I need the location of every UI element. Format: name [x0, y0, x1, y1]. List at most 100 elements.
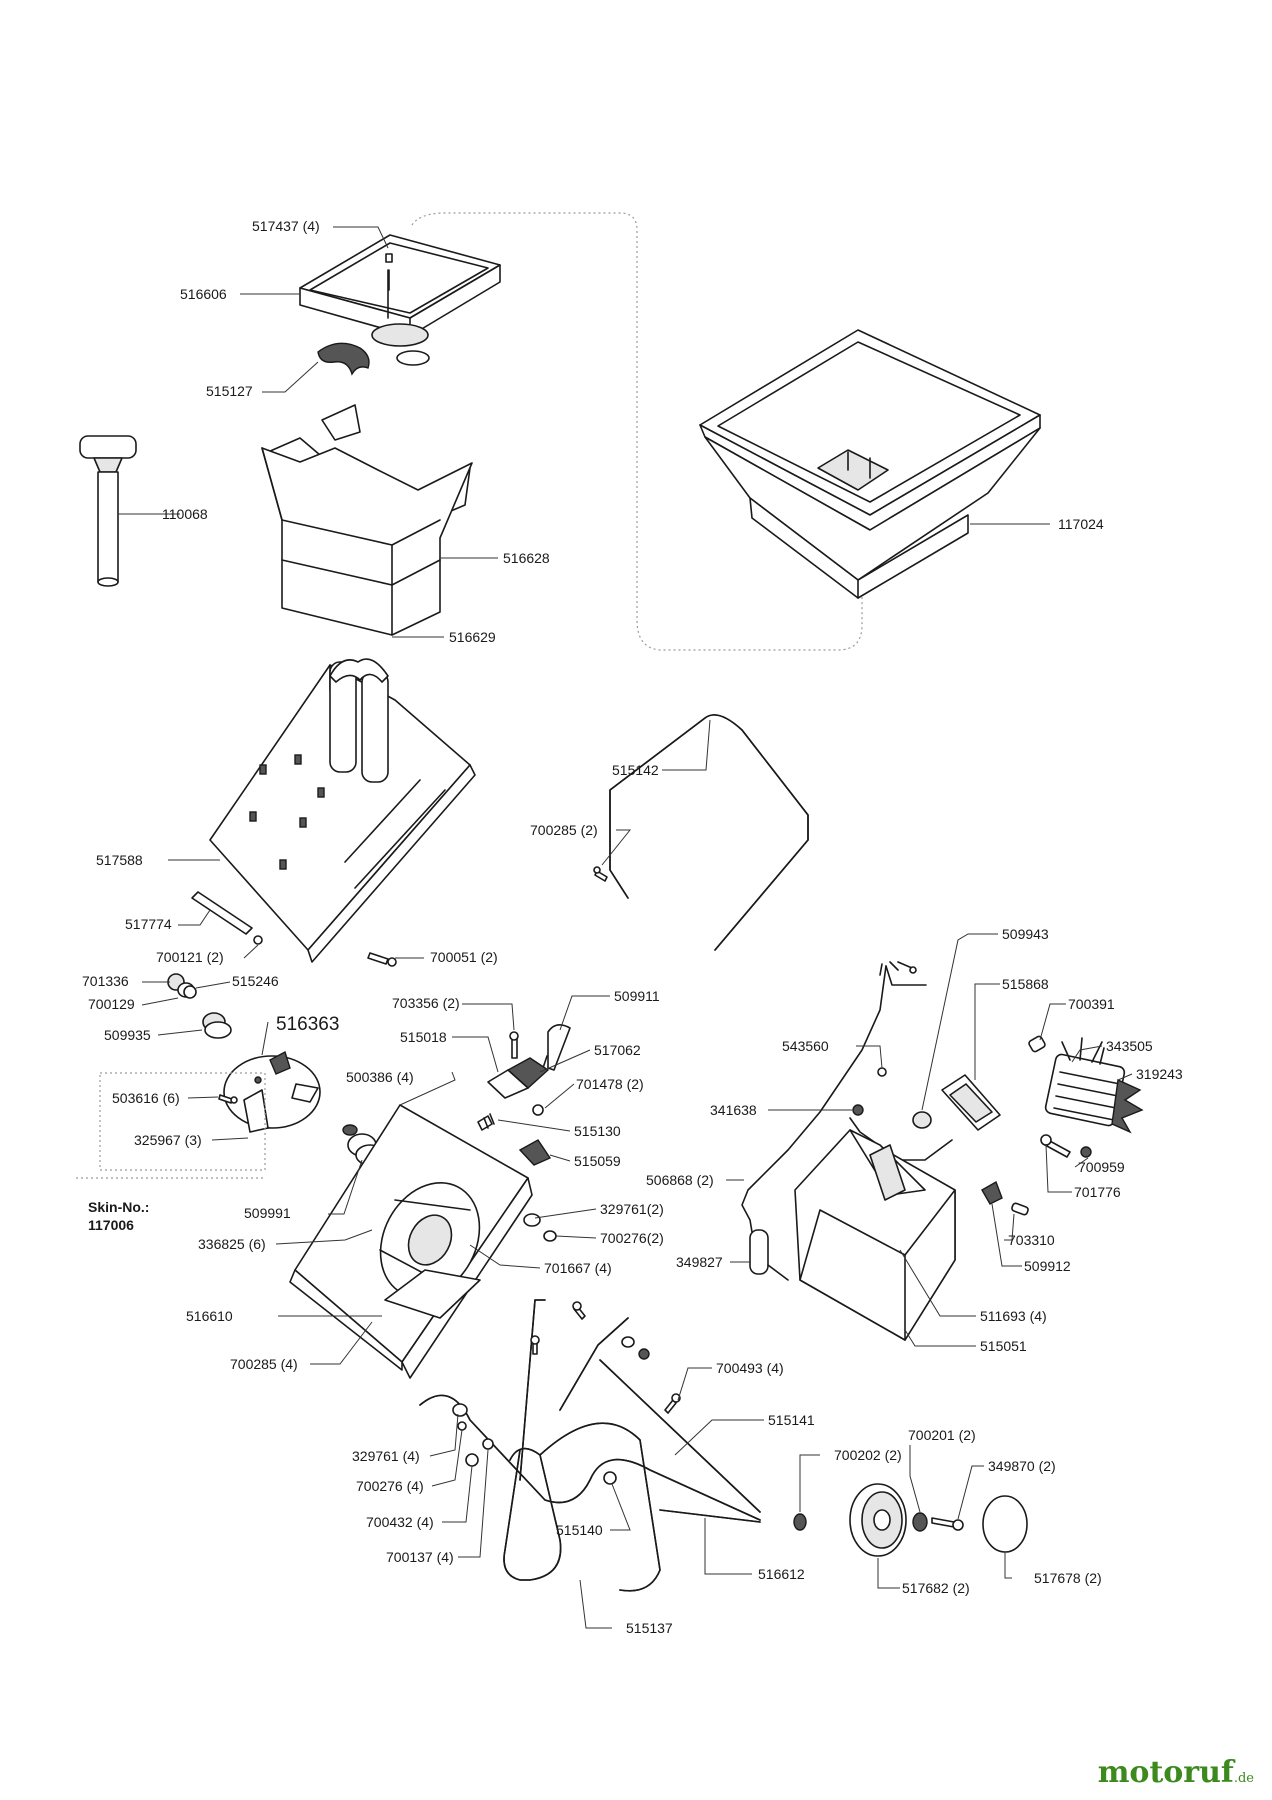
label-700493: 700493 (4) — [716, 1360, 784, 1376]
label-700201: 700201 (2) — [908, 1427, 976, 1443]
nut-700202 — [793, 1513, 807, 1531]
label-500386: 500386 (4) — [346, 1069, 414, 1085]
label-515018: 515018 — [400, 1029, 447, 1045]
screw-701776 — [1040, 1134, 1071, 1158]
label-349827: 349827 — [676, 1254, 723, 1270]
label-509912: 509912 — [1024, 1258, 1071, 1274]
sleeve-700391 — [1028, 1035, 1046, 1053]
axle-516612 — [659, 1509, 761, 1523]
label-516628: 516628 — [503, 550, 550, 566]
blade-disc-516363 — [223, 1050, 321, 1133]
label-515059: 515059 — [574, 1153, 621, 1169]
large-hopper-117024 — [699, 329, 1041, 599]
label-700959: 700959 — [1078, 1159, 1125, 1175]
leader-lines — [118, 226, 1133, 1629]
brand-tld: .de — [1233, 1771, 1254, 1786]
label-700391: 700391 — [1068, 996, 1115, 1012]
label-703356: 703356 (2) — [392, 995, 460, 1011]
label-517062: 517062 — [594, 1042, 641, 1058]
label-517774: 517774 — [125, 916, 172, 932]
push-handle-515142 — [609, 714, 809, 951]
label-700285-2: 700285 (2) — [530, 822, 598, 838]
label-341638: 341638 — [710, 1102, 757, 1118]
bolt-515140 — [603, 1471, 617, 1485]
screw-517437 — [385, 253, 393, 291]
label-515246: 515246 — [232, 973, 279, 989]
rubber-flap-515127 — [317, 342, 370, 376]
label-515127: 515127 — [206, 383, 253, 399]
knob-509935 — [202, 1012, 232, 1039]
nuts-frame — [621, 1336, 650, 1360]
frame-515141 — [419, 1299, 761, 1521]
motor-housing-515051 — [794, 1129, 956, 1341]
label-503616: 503616 (6) — [112, 1090, 180, 1106]
label-517437: 517437 (4) — [252, 218, 320, 234]
label-325967: 325967 (3) — [134, 1132, 202, 1148]
skin-number-title: Skin-No.: — [88, 1199, 149, 1215]
screw-543560-fix — [877, 1067, 887, 1077]
pin-703310 — [1011, 1202, 1029, 1216]
capacitor-349827 — [749, 1229, 789, 1281]
washer-700959 — [1080, 1146, 1092, 1158]
hubcap-517678 — [982, 1495, 1028, 1553]
label-515868: 515868 — [1002, 976, 1049, 992]
bushing-515246 — [183, 985, 197, 999]
label-349870: 349870 (2) — [988, 1458, 1056, 1474]
label-700121: 700121 (2) — [156, 949, 224, 965]
label-701336: 701336 — [82, 973, 129, 989]
brand-name: motoruf — [1097, 1755, 1234, 1790]
label-515051: 515051 — [980, 1338, 1027, 1354]
label-516629: 516629 — [449, 629, 496, 645]
label-509935: 509935 — [104, 1027, 151, 1043]
switch-515868 — [941, 1074, 1001, 1131]
washer-329761b — [452, 1403, 468, 1417]
label-515142: 515142 — [612, 762, 659, 778]
label-700276-4: 700276 (4) — [356, 1478, 424, 1494]
brand-logo[interactable]: motoruf.de — [1098, 1755, 1254, 1790]
label-343505: 343505 — [1106, 1038, 1153, 1054]
label-515137: 515137 — [626, 1620, 673, 1636]
screw-503616 — [218, 1094, 238, 1104]
label-336825: 336825 (6) — [198, 1236, 266, 1252]
label-703310: 703310 — [1008, 1232, 1055, 1248]
label-517678: 517678 (2) — [1034, 1570, 1102, 1586]
wheel-517682 — [849, 1483, 907, 1557]
label-700137: 700137 (4) — [386, 1549, 454, 1565]
label-509911: 509911 — [614, 988, 660, 1004]
label-110068: 110068 — [162, 506, 208, 522]
screws-700493 — [530, 1301, 681, 1414]
label-700276-2: 700276(2) — [600, 1230, 664, 1246]
fan-319243 — [1111, 1078, 1144, 1134]
feed-chute-516628-516629 — [261, 404, 473, 636]
block-517062 — [487, 1057, 550, 1099]
label-515141: 515141 — [768, 1412, 815, 1428]
label-517588: 517588 — [96, 852, 143, 868]
bolt-349870 — [931, 1517, 964, 1531]
skin-group-box — [99, 1072, 266, 1171]
shredder-body-517588 — [209, 658, 476, 963]
label-700129: 700129 — [88, 996, 135, 1012]
cap-509943 — [912, 1111, 932, 1129]
clip-509912 — [981, 1180, 1003, 1205]
washer-700137 — [482, 1438, 494, 1450]
cutting-housing-516610 — [289, 1104, 533, 1379]
label-516606: 516606 — [180, 286, 227, 302]
label-515140: 515140 — [556, 1522, 603, 1538]
label-516612: 516612 — [758, 1566, 805, 1582]
screw-703356 — [509, 1031, 519, 1059]
skin-number-value: 117006 — [88, 1217, 134, 1233]
label-701667: 701667 (4) — [544, 1260, 612, 1276]
screw-700285-handle — [593, 866, 608, 882]
washer-329761-700276 — [523, 1213, 557, 1242]
label-700285-4: 700285 (4) — [230, 1356, 298, 1372]
bearing-700201 — [912, 1512, 928, 1532]
clip-515059 — [518, 1139, 552, 1166]
axle-517774 — [191, 891, 253, 935]
assembly-link-dotted — [411, 212, 863, 651]
label-700051: 700051 (2) — [430, 949, 498, 965]
label-117024: 117024 — [1058, 516, 1104, 532]
label-511693: 511693 (4) — [980, 1308, 1047, 1324]
spring-515130 — [477, 1113, 495, 1131]
label-509991: 509991 — [244, 1205, 291, 1221]
nut-701478 — [532, 1104, 544, 1116]
